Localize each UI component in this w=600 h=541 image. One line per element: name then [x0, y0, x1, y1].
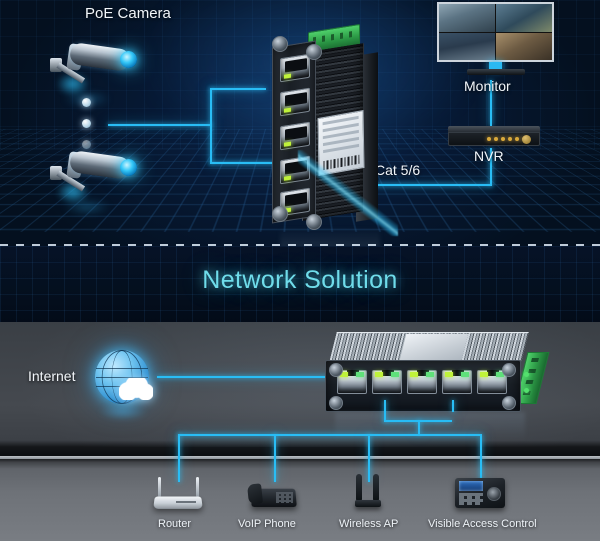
switch-port-3 — [407, 370, 437, 394]
section-divider — [0, 244, 600, 246]
camera-lens-icon — [120, 51, 137, 68]
link-line-port-drop-b — [452, 400, 454, 412]
wireless-ap-device — [353, 474, 385, 510]
phone-keypad — [276, 492, 293, 503]
router-device — [153, 477, 206, 513]
banner-grid-texture — [0, 246, 600, 322]
router-label: Router — [158, 518, 192, 530]
switch-top-plate — [399, 334, 469, 360]
internet-label: Internet — [28, 368, 76, 384]
ap-antenna-right — [373, 474, 379, 502]
poe-camera-label: PoE Camera — [85, 5, 171, 22]
switch-mount-screw-bl — [272, 206, 288, 222]
access-control-display — [459, 481, 483, 491]
monitor-stand-neck — [489, 62, 502, 70]
switch-mount-screw-tl — [329, 363, 343, 377]
access-control-keypad — [459, 493, 483, 505]
cloud-icon — [119, 378, 153, 400]
switch-mount-screw-tr — [306, 44, 322, 60]
monitor-quadrant-1 — [439, 4, 495, 32]
monitor-screen-quad-view — [437, 2, 554, 62]
top-surveillance-scene: PoE Camera — [0, 0, 600, 248]
globe-reflection — [99, 404, 147, 420]
switch-mount-screw-br — [502, 396, 516, 410]
switch-port-4 — [442, 370, 472, 394]
desk-edge — [0, 456, 600, 459]
nvr-label: NVR — [474, 148, 504, 164]
switch-port-1 — [337, 370, 367, 394]
switch-status-led-1 — [524, 372, 529, 377]
ap-base — [355, 500, 381, 507]
link-line-gather-drop — [418, 420, 420, 434]
router-antenna-right — [196, 477, 199, 497]
poe-switch-horizontal — [325, 332, 550, 446]
link-line-drop-router — [178, 434, 180, 482]
switch-light-beam — [298, 150, 398, 236]
voip-phone-label: VoIP Phone — [238, 518, 296, 530]
bottom-office-scene: Internet — [0, 322, 600, 541]
globe-parallel-1 — [96, 368, 148, 369]
phone-handset — [246, 483, 264, 505]
switch-mount-screw-tl — [272, 36, 288, 52]
camera-ellipsis-icon — [82, 98, 94, 149]
switch-port-2 — [280, 87, 310, 117]
nvr-jog-dial — [522, 135, 531, 144]
nvr-device — [448, 126, 540, 148]
nvr-front-panel — [448, 132, 540, 146]
link-line-drop-ap — [368, 434, 370, 482]
internet-globe-icon — [93, 348, 155, 420]
router-antenna-left — [158, 477, 161, 497]
monitor-device — [437, 2, 554, 78]
poe-camera-top-icon — [48, 40, 144, 106]
link-line-to-port-4 — [210, 162, 282, 164]
link-line-drop-voip — [274, 434, 276, 482]
link-line-drop-access-control — [480, 434, 482, 482]
monitor-quadrant-3 — [439, 32, 495, 60]
link-line-internet-uplink — [157, 376, 333, 378]
camera-lens-icon — [120, 159, 137, 176]
switch-mount-screw-tr — [502, 363, 516, 377]
link-line-port-drop-a — [384, 400, 386, 422]
wireless-ap-label: Wireless AP — [339, 518, 399, 530]
link-line-nvr-drop — [490, 148, 492, 186]
nvr-chassis-top — [448, 126, 540, 132]
nvr-status-leds — [487, 137, 526, 141]
link-line-to-port-1 — [210, 88, 266, 90]
banner-section: Network Solution — [0, 246, 600, 322]
globe-parallel-2 — [96, 377, 148, 378]
monitor-quadrant-4 — [496, 32, 552, 60]
voip-phone-device — [246, 478, 300, 512]
monitor-quadrant-2 — [496, 4, 552, 32]
monitor-stand-base — [467, 69, 525, 75]
link-line-distribution-bus — [178, 434, 480, 436]
fingerprint-sensor-icon — [487, 487, 501, 501]
switch-port-5 — [477, 370, 507, 394]
switch-port-3 — [280, 121, 310, 151]
switch-port-1 — [280, 53, 310, 83]
link-line-cameras-trunk — [108, 124, 212, 126]
switch-mount-screw-bl — [329, 396, 343, 410]
link-line-vertical-bus — [210, 88, 212, 164]
access-control-device — [455, 478, 507, 510]
link-line-nvr-to-monitor — [490, 80, 492, 126]
switch-status-led-2 — [524, 388, 529, 393]
page-title: Network Solution — [202, 266, 398, 294]
access-control-label: Visible Access Control — [428, 518, 537, 530]
poe-switch-vertical — [258, 23, 398, 248]
switch-port-2 — [372, 370, 402, 394]
camera-reflection — [64, 200, 110, 214]
switch-reflection — [335, 412, 525, 446]
router-vent-slot — [176, 501, 196, 503]
ap-antenna-left — [356, 474, 362, 502]
poe-camera-bottom-icon — [48, 148, 144, 214]
monitor-label: Monitor — [464, 78, 511, 94]
desk-shadow — [0, 459, 600, 469]
